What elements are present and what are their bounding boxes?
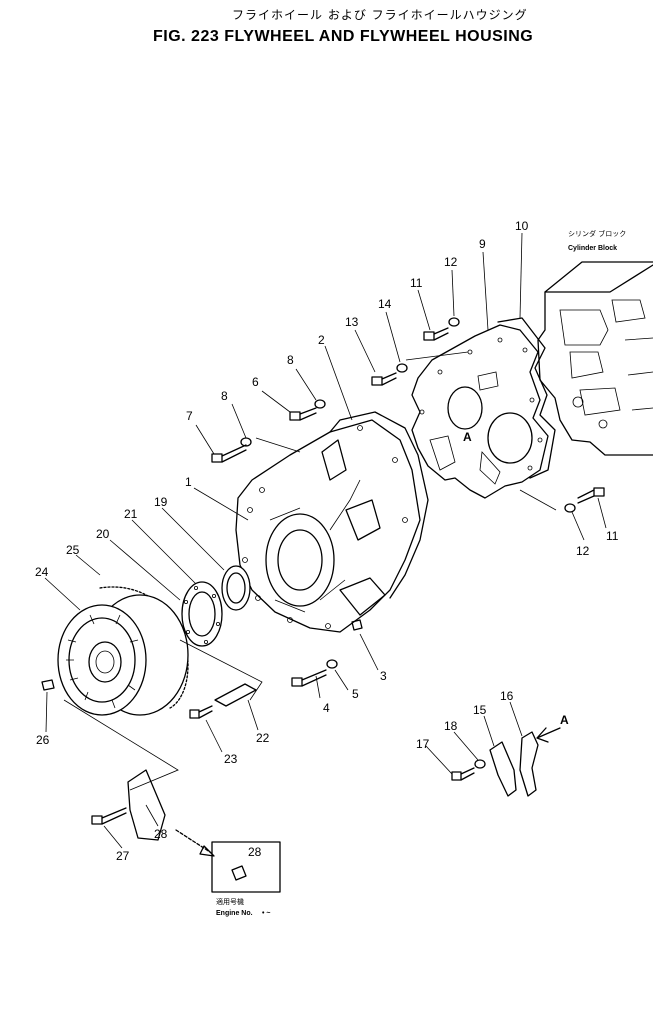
callout-28a: 28 [154, 827, 168, 841]
callout-12a: 12 [444, 255, 458, 269]
callout-3: 3 [380, 669, 387, 683]
callout-8a: 8 [221, 389, 228, 403]
retainer-ring [181, 581, 223, 647]
bolt-17 [451, 767, 475, 781]
callout-5: 5 [352, 687, 359, 701]
bolt-4 [291, 669, 327, 687]
flywheel [57, 594, 189, 716]
washer-12a [448, 317, 460, 327]
lock-plate-22 [214, 683, 257, 707]
callout-4: 4 [323, 701, 330, 715]
callout-28b: 28 [248, 845, 262, 859]
washer-5 [326, 659, 338, 669]
figure-title: FIG. 223 FLYWHEEL AND FLYWHEEL HOUSING [153, 28, 534, 45]
callout-11a: 11 [410, 276, 423, 290]
leader-lines [44, 232, 607, 849]
bolt-13 [371, 372, 397, 386]
bolt-27 [91, 807, 127, 825]
washer-14 [396, 363, 408, 373]
callout-7: 7 [186, 409, 193, 423]
bolt-11a [423, 327, 449, 341]
callout-15: 15 [473, 703, 487, 717]
callout-22: 22 [256, 731, 270, 745]
callout-19: 19 [154, 495, 168, 509]
dowel-pin [41, 679, 55, 691]
bolt-7 [211, 444, 247, 463]
callout-23: 23 [224, 752, 238, 766]
callout-20: 20 [96, 527, 110, 541]
callout-18: 18 [444, 719, 458, 733]
callout-6: 6 [252, 375, 259, 389]
engine-no-label: Engine No. [216, 910, 253, 917]
engine-no-range: • ~ [262, 910, 270, 917]
bolt-11b [577, 487, 605, 504]
cylinder-block-label-jp: シリンダ ブロック [568, 229, 626, 238]
gasket [497, 317, 556, 479]
washer-12b [564, 503, 576, 513]
callout-27: 27 [116, 849, 130, 863]
callouts: 1 2 3 4 5 6 7 8 8 9 10 11 11 12 12 13 14… [35, 219, 619, 863]
callout-10: 10 [515, 219, 529, 233]
callout-8b: 8 [287, 353, 294, 367]
callout-21: 21 [124, 507, 138, 521]
bolt-6 [289, 407, 317, 421]
callout-9: 9 [479, 237, 486, 251]
bracket-16 [519, 731, 539, 797]
oil-seal [221, 565, 251, 611]
callout-14: 14 [378, 297, 392, 311]
view-marker-a-arrow: A [560, 713, 569, 727]
title-japanese: フライホイール および フライホイールハウジング [232, 8, 528, 22]
engine-no-inset [211, 841, 281, 893]
callout-24: 24 [35, 565, 49, 579]
washer-8b [314, 399, 326, 409]
callout-11b: 11 [606, 529, 619, 543]
callout-16: 16 [500, 689, 514, 703]
callout-13: 13 [345, 315, 359, 329]
bolt-23 [189, 705, 213, 719]
cylinder-block [537, 261, 653, 456]
washer-18 [474, 759, 486, 769]
callout-1: 1 [185, 475, 192, 489]
flywheel-housing [235, 411, 429, 633]
callout-12b: 12 [576, 544, 590, 558]
rear-plate [411, 324, 549, 499]
callout-2: 2 [318, 333, 325, 347]
bracket-15 [489, 741, 517, 797]
cylinder-block-label: Cylinder Block [568, 245, 617, 252]
callout-26: 26 [36, 733, 50, 747]
engine-no-label-jp: 適用号機 [216, 897, 244, 906]
view-marker-a: A [463, 430, 472, 444]
callout-17: 17 [416, 737, 430, 751]
callout-25: 25 [66, 543, 80, 557]
